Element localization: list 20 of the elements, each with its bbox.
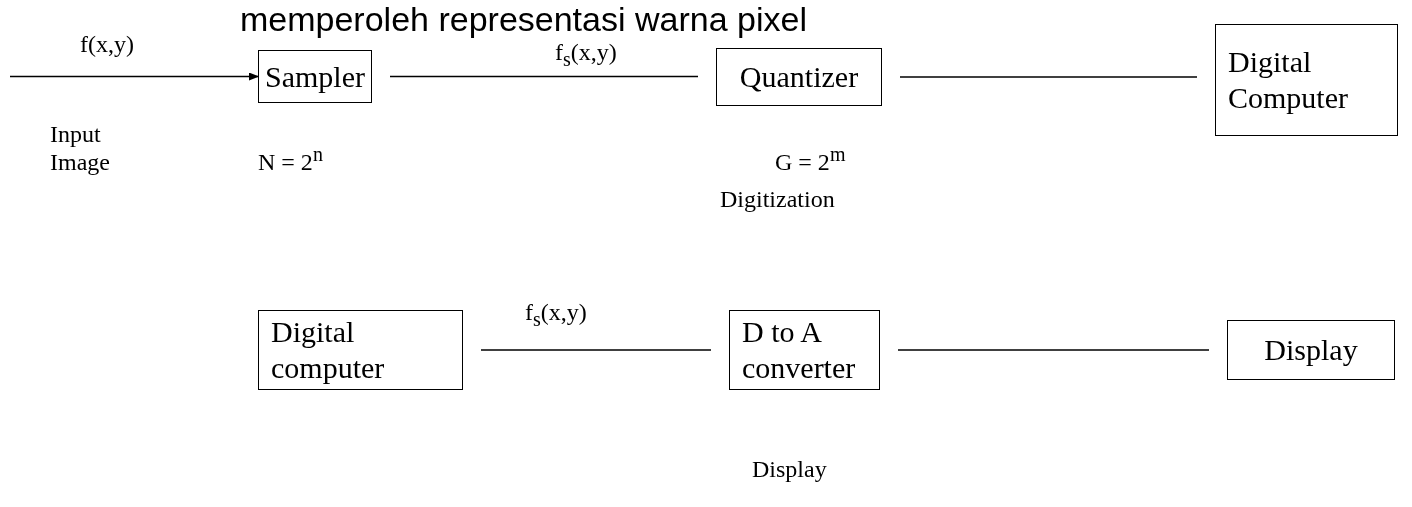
process-box: Sampler xyxy=(258,50,372,103)
process-box: Display xyxy=(1227,320,1395,380)
connector-line xyxy=(899,76,1198,78)
edge-label: f$_{s}$(x,y) xyxy=(555,38,617,72)
connector-line xyxy=(897,349,1210,351)
process-box: D to A converter xyxy=(729,310,880,390)
edge-label: f$_{s}$(x,y) xyxy=(525,298,587,332)
text-label: Display xyxy=(752,455,828,483)
text-label: G = 2$^{m}$ xyxy=(775,142,847,176)
edge-label: f(x,y) xyxy=(80,30,134,58)
process-box: Digital Computer xyxy=(1215,24,1398,136)
text-label: N = 2$^{n}$ xyxy=(258,142,324,176)
title: memperoleh representasi warna pixel xyxy=(240,0,807,38)
process-box: Quantizer xyxy=(716,48,882,106)
process-box: Digital computer xyxy=(258,310,463,390)
text-label: Digitization xyxy=(720,185,836,213)
connector-line xyxy=(389,75,699,78)
text-label: Input Image xyxy=(50,120,111,176)
arrow xyxy=(9,72,259,81)
connector-line xyxy=(480,349,712,351)
